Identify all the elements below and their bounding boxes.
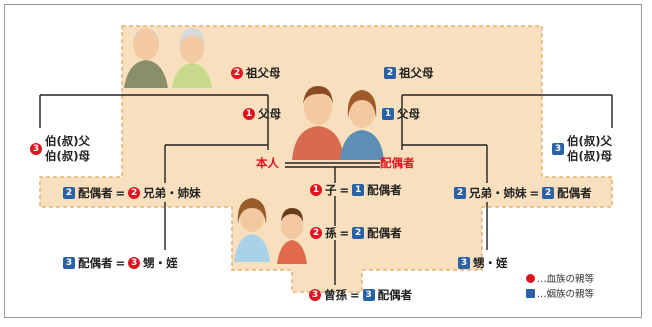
marriage-degree-badge: 3 xyxy=(458,257,470,269)
great-grandchild-label: 3 曾孫 = 3 配偶者 xyxy=(309,288,412,302)
marriage-degree-badge: 3 xyxy=(362,289,375,301)
blood-degree-badge: 2 xyxy=(231,67,243,79)
marriage-degree-badge: 2 xyxy=(63,187,75,199)
parents-blood-label: 1 父母 xyxy=(243,107,281,121)
blood-degree-badge: 3 xyxy=(128,257,141,269)
grandchild-label: 2 孫 = 2 配偶者 xyxy=(310,226,402,240)
blood-degree-badge: 3 xyxy=(309,289,321,301)
grandparents-illustration xyxy=(124,28,212,88)
child-label: 1 子 = 1 配偶者 xyxy=(310,183,402,197)
self-label: 本人 xyxy=(256,156,279,170)
parents-illustration xyxy=(292,86,384,160)
niece-nephew-left-label: 3 配偶者 = 3 甥・姪 xyxy=(63,256,178,270)
parents-marriage-label: 1 父母 xyxy=(382,107,420,121)
niece-nephew-right-label: 3 甥・姪 xyxy=(458,256,508,270)
grandparents-marriage-label: 2 祖父母 xyxy=(384,66,434,80)
blood-degree-badge: 1 xyxy=(310,184,322,196)
blood-degree-badge: 2 xyxy=(128,187,141,199)
marriage-degree-badge: 3 xyxy=(552,143,564,155)
uncle-aunt-blood-label: 3 伯(叔)父 伯(叔)母 xyxy=(30,134,90,164)
children-illustration xyxy=(234,198,307,264)
marriage-degree-badge: 1 xyxy=(352,184,365,196)
sibling-left-label: 2 配偶者 = 2 兄弟・姉妹 xyxy=(63,186,201,200)
sibling-right-label: 2 兄弟・姉妹 = 2 配偶者 xyxy=(454,186,592,200)
uncle-aunt-marriage-label: 3 伯(叔)父 伯(叔)母 xyxy=(552,134,612,164)
marriage-degree-badge: 3 xyxy=(63,257,75,269)
connector-lines xyxy=(39,94,613,285)
legend-blood: …血族の親等 xyxy=(526,271,594,285)
marriage-degree-badge: 2 xyxy=(384,67,396,79)
grandparents-blood-label: 2 祖父母 xyxy=(231,66,281,80)
marriage-degree-badge: 2 xyxy=(542,187,555,199)
blue-square-icon xyxy=(526,288,535,298)
legend-marriage: …姻族の親等 xyxy=(526,286,594,300)
blood-degree-badge: 3 xyxy=(30,143,42,155)
marriage-degree-badge: 2 xyxy=(454,187,466,199)
red-dot-icon xyxy=(526,273,535,283)
marriage-degree-badge: 1 xyxy=(382,108,394,120)
blood-degree-badge: 2 xyxy=(310,227,322,239)
blood-degree-badge: 1 xyxy=(243,108,255,120)
marriage-degree-badge: 2 xyxy=(352,227,365,239)
spouse-label: 配偶者 xyxy=(380,156,415,170)
